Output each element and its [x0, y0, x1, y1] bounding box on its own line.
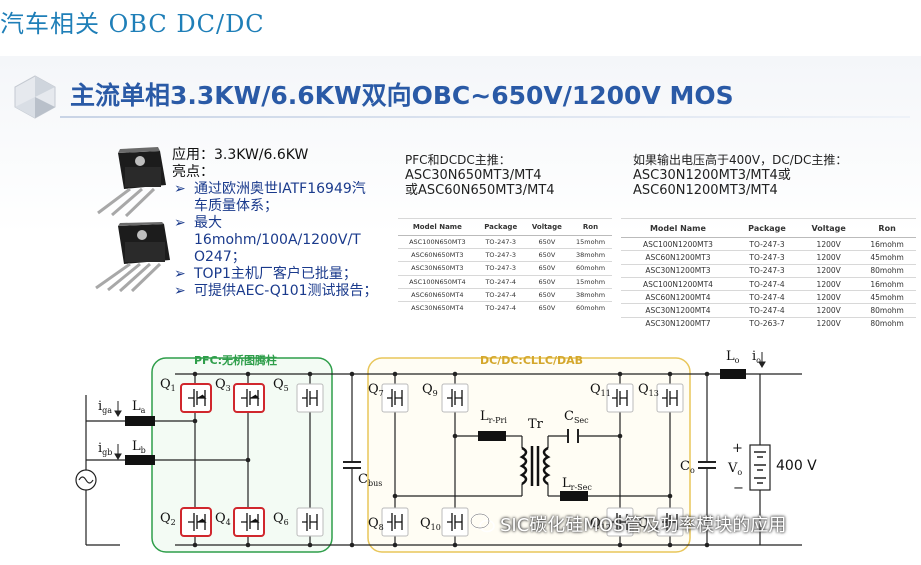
inductor-lo: [720, 369, 746, 379]
arrow-bullet-icon: ➢: [174, 283, 186, 299]
inductor-lr-sec: [560, 491, 588, 501]
watermark-text: SIC碳化硅MOS管及功率模块的应用: [500, 515, 787, 536]
label-q9: Q9: [422, 382, 438, 398]
table-650v: Model Name Package Voltage Ron ASC100N65…: [398, 218, 612, 315]
label-q6: Q6: [273, 511, 289, 527]
table-header-row: Model Name Package Voltage Ron: [398, 218, 612, 236]
label-lo: Lo: [726, 349, 740, 365]
highlight-item: ➢ 通过欧洲奥世IATF16949汽 车质量体系；: [174, 181, 366, 214]
label-q14: Q14: [638, 516, 659, 532]
label-q10: Q10: [420, 516, 441, 532]
label-q13: Q13: [638, 382, 659, 398]
label-plus: +: [732, 441, 743, 456]
highlights-label: 亮点：: [172, 164, 214, 180]
note-1200v: 如果输出电压高于400V，DC/DC主推： ASC30N1200MT3/MT4或…: [633, 153, 848, 198]
label-la: La: [132, 399, 146, 415]
label-q7: Q7: [368, 382, 384, 398]
battery-voltage: 400 V: [776, 458, 817, 474]
highlights-list: ➢ 通过欧洲奥世IATF16949汽 车质量体系； ➢ 最大 16mohm/10…: [172, 181, 392, 300]
label-q5: Q5: [273, 377, 289, 393]
label-lr-pri: Lr-Pri: [480, 409, 507, 425]
title-divider: [60, 116, 910, 118]
company-logo-icon: [14, 75, 56, 119]
highlight-item: ➢ 可提供AEC-Q101测试报告；: [174, 283, 378, 299]
label-q11: Q11: [590, 382, 611, 398]
label-q1: Q1: [160, 377, 176, 393]
arrow-bullet-icon: ➢: [174, 181, 186, 197]
label-q4: Q4: [215, 511, 231, 527]
table-header-row: Model Name Package Voltage Ron: [621, 218, 916, 238]
label-iga: iga: [98, 399, 112, 415]
label-co: Co: [680, 459, 695, 475]
application-highlights: 应用：3.3KW/6.6KW 亮点： ➢ 通过欧洲奥世IATF16949汽 车质…: [172, 147, 392, 300]
note-650v: PFC和DCDC主推： ASC30N650MT3/MT4 或ASC60N650M…: [405, 153, 555, 198]
to247-package-icon: [97, 147, 166, 217]
label-q8: Q8: [368, 516, 384, 532]
dcdc-label: DC/DC:CLLC/DAB: [480, 354, 583, 367]
highlight-item: ➢ TOP1主机厂客户已批量；: [174, 266, 357, 282]
label-tr: Tr: [528, 417, 544, 432]
label-cbus: Cbus: [358, 472, 382, 488]
table-1200v: Model Name Package Voltage Ron ASC100N12…: [621, 218, 916, 331]
label-q12: Q12: [590, 516, 611, 532]
inductor-lb: [125, 455, 155, 465]
label-igb: igb: [98, 441, 112, 457]
slide-title: 主流单相3.3KW/6.6KW双向OBC~650V/1200V MOS: [70, 81, 734, 110]
highlight-item: ➢ 最大 16mohm/100A/1200V/T O247；: [174, 215, 361, 265]
header-title: 汽车相关 OBC DC/DC: [0, 10, 265, 38]
switches: [180, 383, 684, 537]
transformer: [519, 446, 551, 486]
wechat-icon: [470, 513, 495, 533]
arrow-bullet-icon: ➢: [174, 215, 186, 231]
label-q2: Q2: [160, 511, 176, 527]
label-io: io: [752, 349, 761, 365]
label-lr-sec: Lr-Sec: [562, 476, 592, 492]
inductor-la: [125, 416, 155, 426]
label-csec: CSec: [564, 409, 589, 425]
arrow-bullet-icon: ➢: [174, 266, 186, 282]
application-line: 应用：3.3KW/6.6KW: [172, 147, 309, 163]
label-lb: Lb: [132, 439, 146, 455]
label-q3: Q3: [215, 377, 231, 393]
to247-4-package-icon: [95, 222, 170, 292]
label-vo: Vo: [727, 461, 742, 477]
pfc-label: PFC:无桥图腾柱: [194, 353, 277, 367]
label-minus: −: [733, 481, 744, 496]
inductor-lr-pri: [478, 431, 506, 441]
obc-circuit-diagram: PFC:无桥图腾柱 DC/DC:CLLC/DAB: [75, 344, 825, 558]
